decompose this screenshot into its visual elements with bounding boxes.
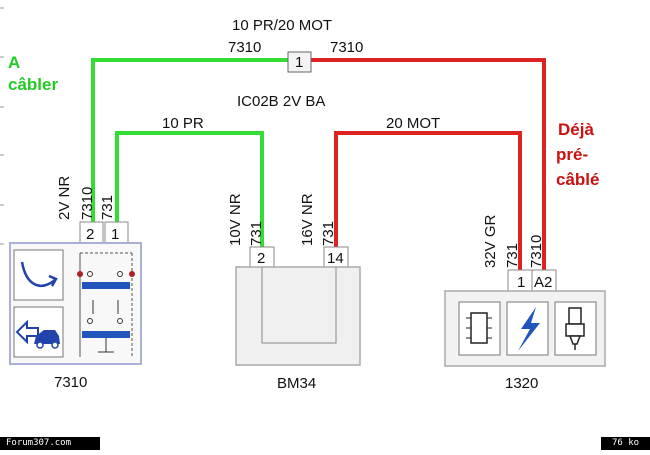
curve-symbol-icon: [13, 249, 64, 301]
wire-label-7310-b: 731: [99, 195, 116, 220]
annotation-deja-line2: pré-: [556, 145, 588, 164]
component-name-7310: 7310: [54, 374, 87, 391]
chip-icon: [458, 301, 501, 356]
component-box-bm34: [235, 266, 361, 366]
red-wire-7310: [310, 58, 546, 270]
margin-ticks: [0, 7, 4, 245]
bm34-inner-outline: [261, 267, 337, 344]
pin-label-bm34-2: 2: [257, 250, 265, 267]
footer-source-bar: Forum307.com: [0, 437, 100, 450]
connector-label-7310: 2V NR: [56, 176, 73, 220]
green-wires: [91, 58, 290, 247]
component-bm34: 10V NR 731 16V NR 731 2 14 BM34: [227, 193, 361, 392]
splice-pin: 1: [295, 54, 303, 71]
component-7310: 2V NR 7310 731 2 1: [9, 176, 142, 391]
wire-label-bm34-a: 731: [248, 221, 265, 246]
annotation-a-cabler-line2: câbler: [8, 75, 58, 94]
annotation-deja-line3: câblé: [556, 170, 599, 189]
wire-label-10pr: 10 PR: [162, 115, 204, 132]
pin-label-bm34-14: 14: [327, 250, 344, 267]
wire-label-20mot: 20 MOT: [386, 115, 440, 132]
green-wire-7310: [91, 58, 290, 222]
component-1320: 32V GR 731 7310 1 A2 1320: [444, 214, 606, 392]
connector-label-1320: 32V GR: [482, 214, 499, 268]
wire-label-7310-left: 7310: [228, 39, 261, 56]
component-name-bm34: BM34: [277, 375, 316, 392]
pin-label-7310-2: 2: [86, 226, 94, 243]
pin-label-1320-1: 1: [517, 274, 525, 291]
pin-label-1320-a2: A2: [534, 274, 552, 291]
annotation-a-cabler-line1: A: [8, 53, 20, 72]
wire-label-1320-b: 7310: [528, 235, 545, 268]
wire-label-7310-a: 7310: [79, 187, 96, 220]
lightning-icon: [506, 301, 549, 356]
connector-label-bm34-b: 16V NR: [299, 193, 316, 246]
red-wires: [310, 58, 546, 270]
wire-label-7310-right: 7310: [330, 39, 363, 56]
pin-label-7310-1: 1: [111, 226, 119, 243]
footer-size-bar: 76 ko: [601, 437, 650, 450]
wire-label-1320-a: 731: [504, 243, 521, 268]
injector-icon: [554, 301, 597, 356]
component-name-1320: 1320: [505, 375, 538, 392]
reference-code: IC02B 2V BA: [237, 93, 325, 110]
wire-label-bm34-b: 731: [320, 221, 337, 246]
relay-switch-icon: [77, 252, 135, 357]
top-wire-label: 10 PR/20 MOT: [232, 17, 332, 34]
splice-connector: 1: [287, 51, 312, 73]
annotation-deja-line1: Déjà: [558, 120, 594, 139]
green-wire-10pr: [115, 131, 264, 247]
red-wire-20mot: [334, 131, 522, 270]
car-arrow-icon: [13, 306, 64, 358]
connector-label-bm34-a: 10V NR: [227, 193, 244, 246]
